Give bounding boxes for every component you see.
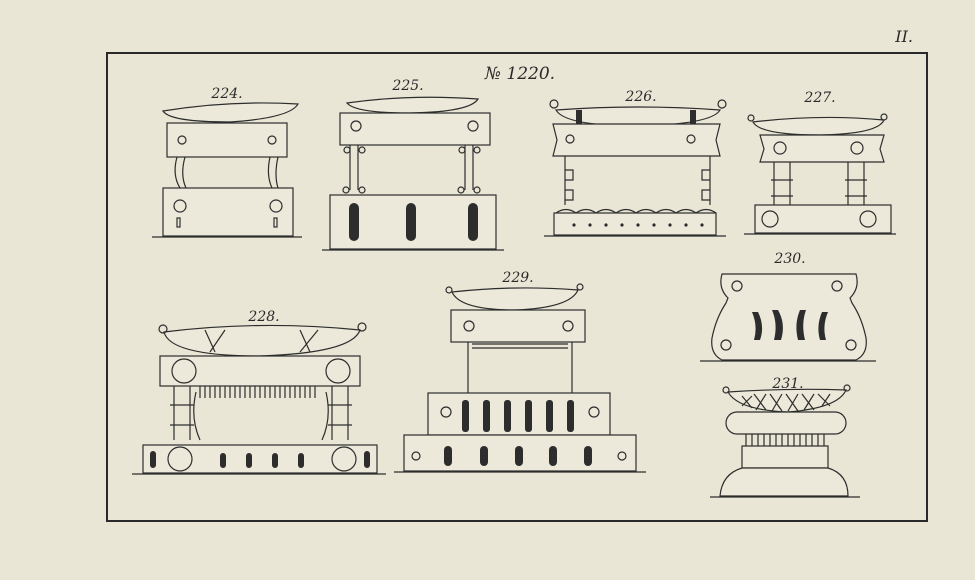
figure-226-drawing [544,99,727,237]
plate-title: № 1220. [484,64,556,84]
figure-227-drawing [744,113,896,235]
figure-231-drawing [710,384,860,498]
figure-label-226: 226. [625,89,657,105]
figure-230-drawing [700,273,876,362]
figure-label-229: 229. [502,270,534,286]
figure-label-230: 230. [774,251,806,267]
figure-label-224: 224. [211,86,243,102]
figure-label-228: 228. [248,309,280,325]
figure-229-drawing [394,283,646,473]
figure-225-drawing [322,96,504,251]
figure-228-drawing [132,322,386,475]
figure-label-227: 227. [804,90,836,106]
plate-number: II. [895,27,913,46]
plate-frame [106,52,928,522]
figure-224-drawing [152,102,302,238]
figure-label-225: 225. [392,78,424,94]
figure-label-231: 231. [772,376,804,392]
